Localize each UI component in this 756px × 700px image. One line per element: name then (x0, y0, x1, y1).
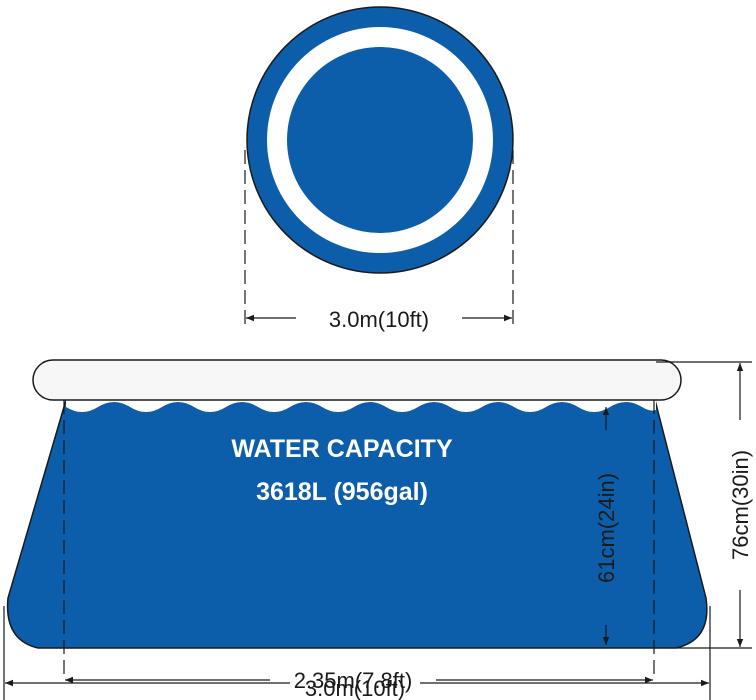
water-depth-label: 61cm(24in) (594, 473, 619, 583)
total-height-label: 76cm(30in) (728, 450, 753, 560)
top-view-diameter-label: 3.0m(10ft) (329, 307, 429, 332)
inflatable-rim (32, 359, 682, 401)
top-view-water (287, 47, 473, 233)
side-view: WATER CAPACITY 3618L (956gal) 2.35m(7.8f… (3, 359, 753, 700)
capacity-value: 3618L (956gal) (256, 478, 428, 506)
inner-bottom-label: 2.35m(7.8ft) (294, 668, 413, 693)
outer-bottom-label: 3.0m(10ft) (305, 676, 405, 700)
capacity-title: WATER CAPACITY (231, 435, 453, 463)
top-view: 3.0m(10ft) (244, 6, 514, 332)
